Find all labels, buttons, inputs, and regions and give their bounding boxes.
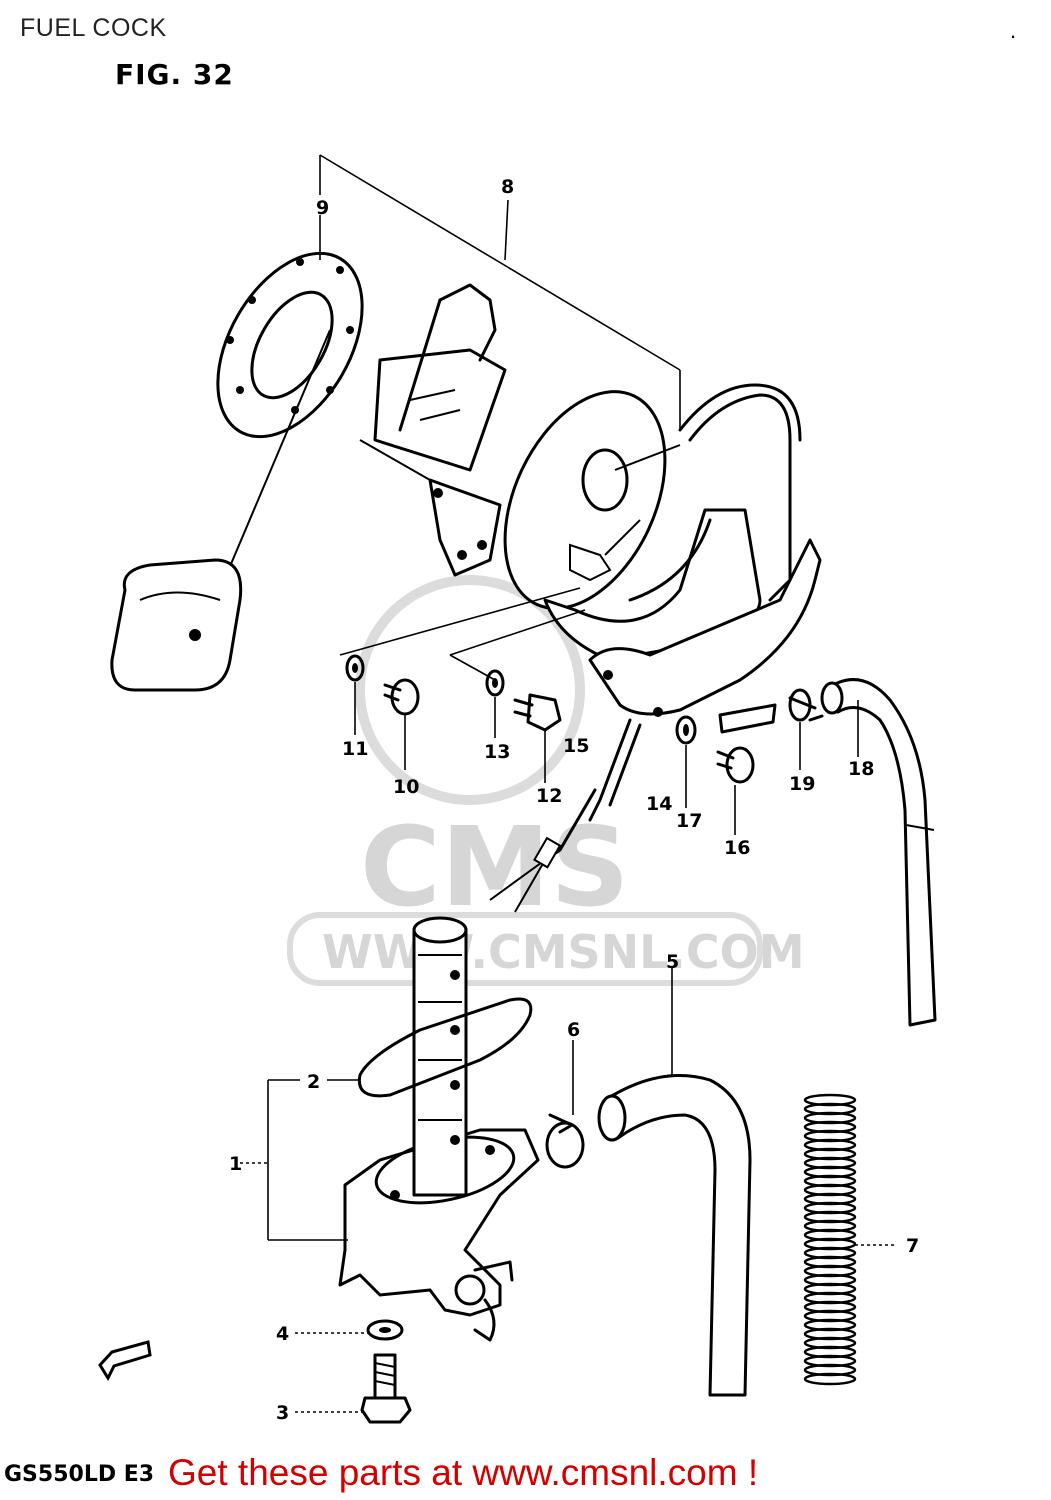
leader-lines-upper	[319, 154, 681, 681]
part-17-washer	[675, 715, 697, 808]
callout-labels: 9 8 11 10 13 12 15 14 17 16 19 18 5 6 2 …	[229, 176, 919, 1424]
part-3-bolt	[360, 1353, 412, 1424]
part-1-fuel-cock	[338, 916, 540, 1342]
forward-arrow-icon	[98, 1340, 152, 1382]
model-code: GS550LD E3	[4, 1462, 155, 1487]
callout-10: 10	[393, 776, 419, 798]
callout-8: 8	[501, 176, 514, 198]
callout-7: 7	[906, 1235, 919, 1257]
callout-14: 14	[646, 793, 672, 815]
leader-lines-lower	[240, 1079, 368, 1413]
watermark: CMS WWW.CMSNL.COM	[287, 575, 805, 986]
part-12-bolt	[513, 693, 562, 783]
callout-11: 11	[342, 738, 368, 760]
part-10-screw	[383, 678, 420, 770]
wire-harness	[489, 718, 642, 913]
callout-15: 15	[563, 735, 589, 757]
part-11-washer	[345, 654, 365, 735]
callout-16: 16	[724, 837, 750, 859]
part-16-screw	[716, 746, 755, 835]
part-8-fuel-gauge	[110, 283, 802, 692]
callout-19: 19	[789, 773, 815, 795]
callout-1: 1	[229, 1153, 242, 1175]
callout-4: 4	[276, 1323, 289, 1345]
part-6-clip	[545, 1040, 585, 1169]
callout-2: 2	[307, 1071, 320, 1093]
part-4-washer	[366, 1319, 404, 1341]
callout-5: 5	[666, 951, 679, 973]
callout-13: 13	[484, 741, 510, 763]
part-9-gasket	[216, 251, 364, 439]
callout-18: 18	[848, 758, 874, 780]
part-7-spring	[803, 1093, 857, 1386]
callout-3: 3	[276, 1402, 289, 1424]
callout-6: 6	[567, 1019, 580, 1041]
callout-9: 9	[316, 197, 329, 219]
part-5-hose	[597, 968, 752, 1397]
watermark-brand: CMS	[360, 803, 629, 931]
header-mark: .	[1010, 18, 1017, 43]
figure-label: FIG. 32	[115, 58, 234, 91]
watermark-url: WWW.CMSNL.COM	[322, 925, 805, 979]
part-18-hose	[820, 678, 937, 1027]
part-14-bracket	[588, 538, 822, 734]
part-19-clamp	[788, 688, 824, 770]
callout-12: 12	[536, 785, 562, 807]
part-2-o-ring	[357, 997, 533, 1098]
page-title: FUEL COCK	[20, 14, 167, 42]
callout-17: 17	[676, 810, 702, 832]
part-13-washer	[485, 669, 505, 738]
promo-link[interactable]: Get these parts at www.cmsnl.com !	[168, 1452, 759, 1493]
